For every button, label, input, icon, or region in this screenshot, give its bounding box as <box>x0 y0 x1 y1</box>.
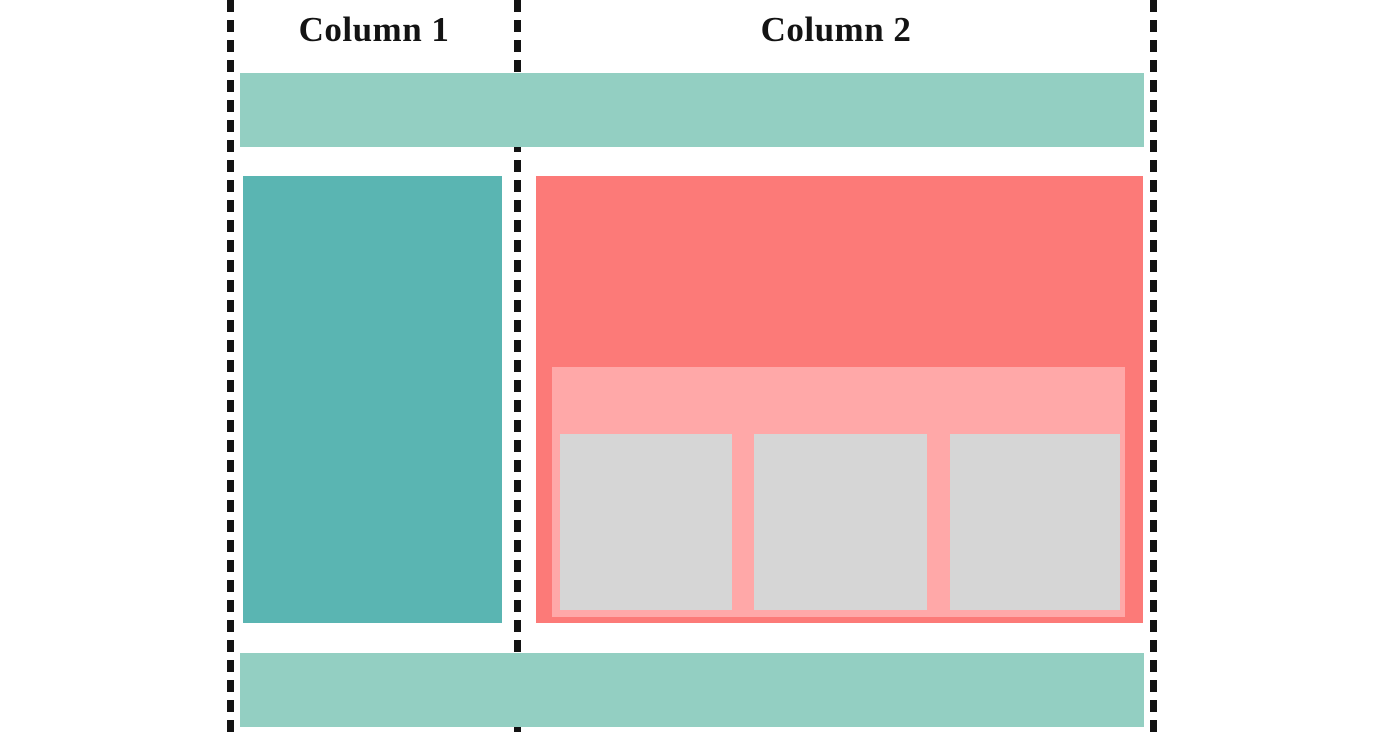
nested-item-block-3 <box>950 434 1120 610</box>
column-boundary-line-middle <box>514 0 521 738</box>
nested-container-block <box>552 367 1125 617</box>
full-width-bottom-bar-block <box>240 653 1144 727</box>
column-1-content-block <box>243 176 502 623</box>
nested-item-block-1 <box>560 434 732 610</box>
nested-item-block-2 <box>754 434 927 610</box>
full-width-top-bar-block <box>240 73 1144 147</box>
column-boundary-line-right <box>1150 0 1157 738</box>
column-2-content-block <box>536 176 1143 623</box>
column-boundary-line-left <box>227 0 234 738</box>
column-2-label: Column 2 <box>760 10 912 49</box>
column-1-label: Column 1 <box>298 10 450 49</box>
